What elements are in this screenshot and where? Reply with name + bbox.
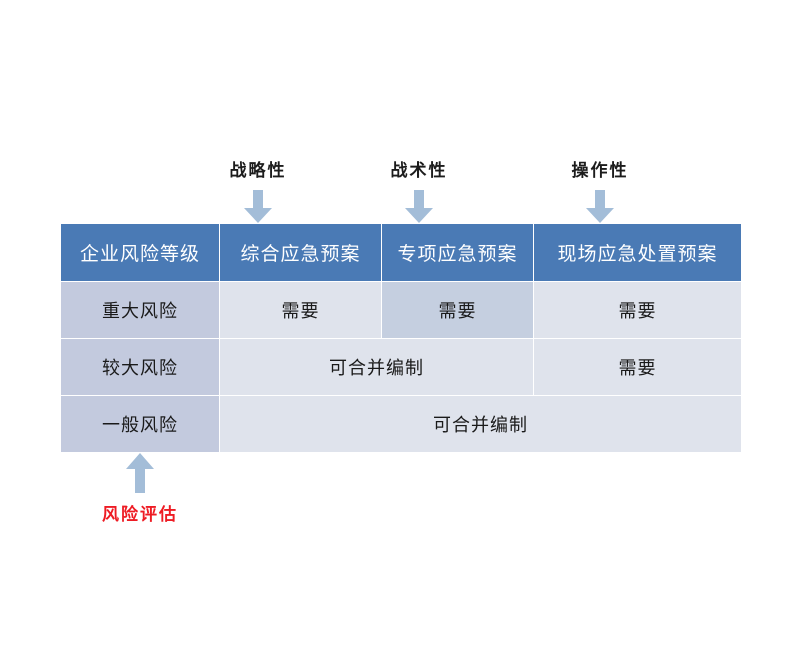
- top-annotation-tactical: 战术性: [349, 163, 489, 224]
- column-header-risk-level: 企业风险等级: [60, 223, 220, 282]
- top-annotation-operational: 操作性: [530, 163, 670, 224]
- table-row: 较大风险 可合并编制 需要: [60, 338, 742, 396]
- bottom-annotation-risk-assessment: 风险评估: [60, 452, 220, 525]
- column-header-onsite-plan: 现场应急处置预案: [533, 223, 742, 282]
- risk-assessment-label: 风险评估: [102, 505, 178, 525]
- cell-major-comprehensive: 需要: [219, 281, 382, 339]
- column-header-comprehensive-plan: 综合应急预案: [219, 223, 382, 282]
- annotation-label-operational: 操作性: [571, 161, 629, 181]
- cell-major-special: 需要: [381, 281, 534, 339]
- column-header-special-plan: 专项应急预案: [381, 223, 534, 282]
- cell-major-onsite: 需要: [533, 281, 742, 339]
- table-header-row: 企业风险等级 综合应急预案 专项应急预案 现场应急处置预案: [60, 223, 742, 282]
- annotation-label-strategic: 战略性: [229, 161, 287, 181]
- annotation-label-tactical: 战术性: [390, 161, 448, 181]
- cell-relatively-major-onsite: 需要: [533, 338, 742, 396]
- table-row: 一般风险 可合并编制: [60, 395, 742, 453]
- cell-general-merged: 可合并编制: [219, 395, 742, 453]
- row-label-major-risk: 重大风险: [60, 281, 220, 339]
- arrow-down-icon: [244, 190, 272, 223]
- row-label-relatively-major-risk: 较大风险: [60, 338, 220, 396]
- risk-plan-table: 企业风险等级 综合应急预案 专项应急预案 现场应急处置预案 重大风险 需要 需要…: [60, 223, 742, 453]
- top-annotation-strategic: 战略性: [188, 163, 328, 224]
- row-label-general-risk: 一般风险: [60, 395, 220, 453]
- cell-relatively-major-merged: 可合并编制: [219, 338, 534, 396]
- table-row: 重大风险 需要 需要 需要: [60, 281, 742, 339]
- arrow-down-icon: [586, 190, 614, 223]
- arrow-up-icon: [126, 453, 154, 493]
- arrow-down-icon: [405, 190, 433, 223]
